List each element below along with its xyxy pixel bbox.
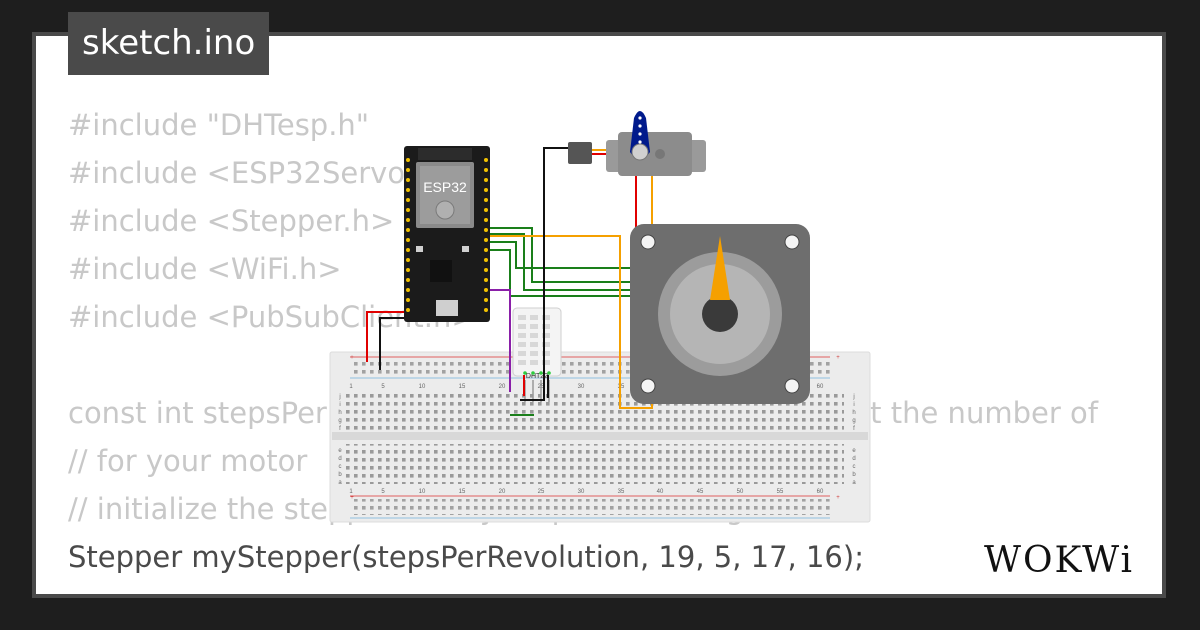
row-letter: f bbox=[853, 426, 855, 432]
row-letter: b bbox=[338, 472, 342, 478]
column-number: 20 bbox=[499, 489, 506, 495]
row-letter: c bbox=[853, 464, 856, 470]
rail-plus-mark: + bbox=[836, 495, 840, 501]
column-number: 35 bbox=[618, 384, 625, 390]
wokwi-wordmark: WOKWi bbox=[984, 540, 1134, 581]
code-line: // for your motor bbox=[68, 444, 308, 478]
column-number: 35 bbox=[618, 489, 625, 495]
code-editor[interactable]: #include "DHTesp.h" #include <ESP32Servo… bbox=[68, 101, 1168, 581]
column-number: 55 bbox=[777, 489, 784, 495]
column-number: 30 bbox=[578, 384, 585, 390]
row-letter: i bbox=[339, 402, 340, 408]
code-line: #include <WiFi.h> bbox=[68, 252, 342, 286]
row-letter: h bbox=[338, 410, 341, 416]
stepper-motor[interactable] bbox=[630, 224, 810, 404]
row-letter: c bbox=[339, 464, 342, 470]
column-number: 1 bbox=[349, 384, 353, 390]
column-number: 60 bbox=[817, 384, 824, 390]
row-letter: a bbox=[338, 480, 342, 486]
column-number: 20 bbox=[499, 384, 506, 390]
rail-plus-mark: + bbox=[350, 495, 354, 501]
column-number: 5 bbox=[381, 489, 385, 495]
code-line: #include "DHTesp.h" bbox=[68, 108, 370, 142]
row-letter: f bbox=[339, 426, 341, 432]
column-number: 5 bbox=[381, 384, 385, 390]
rail-plus-mark: + bbox=[350, 355, 354, 361]
row-letter: d bbox=[852, 456, 855, 462]
column-number: 10 bbox=[419, 384, 426, 390]
row-letter: i bbox=[853, 402, 854, 408]
row-letter: d bbox=[338, 456, 341, 462]
column-number: 40 bbox=[657, 489, 664, 495]
column-number: 50 bbox=[737, 489, 744, 495]
column-number: 15 bbox=[459, 384, 466, 390]
column-number: 10 bbox=[419, 489, 426, 495]
row-letter: e bbox=[338, 448, 342, 454]
column-number: 1 bbox=[349, 489, 353, 495]
column-number: 25 bbox=[538, 489, 545, 495]
rail-plus-mark: + bbox=[836, 355, 840, 361]
column-number: 30 bbox=[578, 489, 585, 495]
column-number: 15 bbox=[459, 489, 466, 495]
file-tab-label: sketch.ino bbox=[82, 23, 256, 63]
row-letter: j bbox=[852, 394, 854, 400]
servo-motor[interactable] bbox=[568, 111, 706, 176]
code-line: Stepper myStepper(stepsPerRevolution, 19… bbox=[68, 540, 864, 574]
row-letter: g bbox=[852, 418, 855, 424]
row-letter: g bbox=[338, 418, 341, 424]
row-letter: e bbox=[852, 448, 856, 454]
esp32-label: ESP32 bbox=[423, 179, 467, 195]
wokwi-logo[interactable]: WOKWi bbox=[980, 534, 1150, 582]
code-line: #include <Stepper.h> bbox=[68, 204, 395, 238]
row-letter: h bbox=[852, 410, 855, 416]
dht22-label: DHT22 bbox=[526, 373, 548, 380]
column-number: 60 bbox=[817, 489, 824, 495]
row-letter: j bbox=[338, 394, 340, 400]
row-letter: a bbox=[852, 480, 856, 486]
row-letter: b bbox=[852, 472, 856, 478]
file-tab[interactable]: sketch.ino bbox=[68, 12, 270, 75]
column-number: 45 bbox=[697, 489, 704, 495]
esp32-devkit[interactable]: ESP32 bbox=[404, 146, 490, 322]
